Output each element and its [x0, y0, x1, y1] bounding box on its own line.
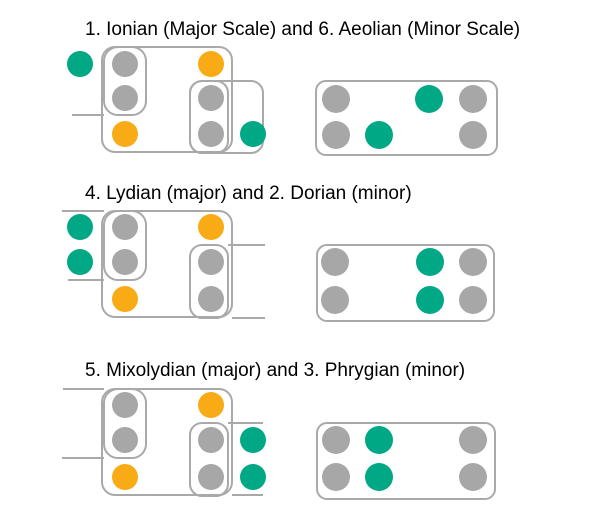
- teal-note-dot: [67, 214, 93, 240]
- gray-note-dot: [198, 427, 224, 453]
- orange-note-dot: [198, 392, 224, 418]
- lydian-dorian-left-diagram: [62, 210, 265, 319]
- mixolydian-phrygian-right-diagram: [316, 422, 496, 500]
- gray-note-dot: [459, 426, 487, 454]
- gray-note-dot: [459, 463, 487, 491]
- teal-note-dot: [365, 426, 393, 454]
- teal-note-dot: [415, 85, 443, 113]
- gray-note-dot: [198, 249, 224, 275]
- position-box: [101, 46, 233, 153]
- gray-note-dot: [112, 51, 138, 77]
- gray-note-dot: [459, 85, 487, 113]
- position-box: [103, 210, 147, 281]
- gray-note-dot: [321, 248, 349, 276]
- teal-note-dot: [67, 51, 93, 77]
- gray-note-dot: [322, 463, 350, 491]
- teal-note-dot: [416, 248, 444, 276]
- position-box: [315, 80, 498, 156]
- gray-note-dot: [112, 249, 138, 275]
- ionian-aeolian-left-diagram: [67, 46, 266, 154]
- position-box: [316, 422, 496, 500]
- teal-note-dot: [240, 464, 266, 490]
- position-box: [189, 244, 229, 319]
- mixolydian-phrygian-left-diagram: [62, 388, 266, 497]
- orange-note-dot: [198, 214, 224, 240]
- teal-note-dot: [416, 286, 444, 314]
- section-heading-ionian-aeolian: 1. Ionian (Major Scale) and 6. Aeolian (…: [85, 19, 521, 40]
- section-heading-lydian-dorian: 4. Lydian (major) and 2. Dorian (minor): [85, 183, 412, 204]
- gray-note-dot: [112, 85, 138, 111]
- orange-note-dot: [112, 121, 138, 147]
- orange-note-dot: [198, 51, 224, 77]
- gray-note-dot: [112, 427, 138, 453]
- gray-note-dot: [198, 286, 224, 312]
- position-box: [189, 80, 264, 154]
- teal-note-dot: [365, 121, 393, 149]
- gray-note-dot: [321, 286, 349, 314]
- teal-note-dot: [365, 463, 393, 491]
- teal-note-dot: [67, 249, 93, 275]
- position-box: [316, 244, 495, 322]
- gray-note-dot: [198, 121, 224, 147]
- gray-note-dot: [459, 286, 487, 314]
- gray-note-dot: [459, 248, 487, 276]
- section-1-diagrams: [67, 46, 498, 156]
- section-heading-mixolydian-phrygian: 5. Mixolydian (major) and 3. Phrygian (m…: [85, 360, 466, 381]
- gray-note-dot: [112, 392, 138, 418]
- gray-note-dot: [112, 214, 138, 240]
- gray-note-dot: [322, 85, 350, 113]
- teal-note-dot: [240, 427, 266, 453]
- position-box: [101, 210, 233, 318]
- position-box: [101, 388, 233, 496]
- position-box: [103, 388, 147, 459]
- position-box: [103, 46, 147, 116]
- gray-note-dot: [322, 426, 350, 454]
- gray-note-dot: [198, 464, 224, 490]
- section-2-diagrams: [62, 210, 495, 322]
- section-3-diagrams: [62, 388, 496, 500]
- gray-note-dot: [198, 85, 224, 111]
- ionian-aeolian-right-diagram: [315, 80, 498, 156]
- gray-note-dot: [322, 121, 350, 149]
- teal-note-dot: [240, 121, 266, 147]
- orange-note-dot: [112, 286, 138, 312]
- position-box: [189, 422, 229, 497]
- gray-note-dot: [459, 121, 487, 149]
- orange-note-dot: [112, 464, 138, 490]
- lydian-dorian-right-diagram: [316, 244, 495, 322]
